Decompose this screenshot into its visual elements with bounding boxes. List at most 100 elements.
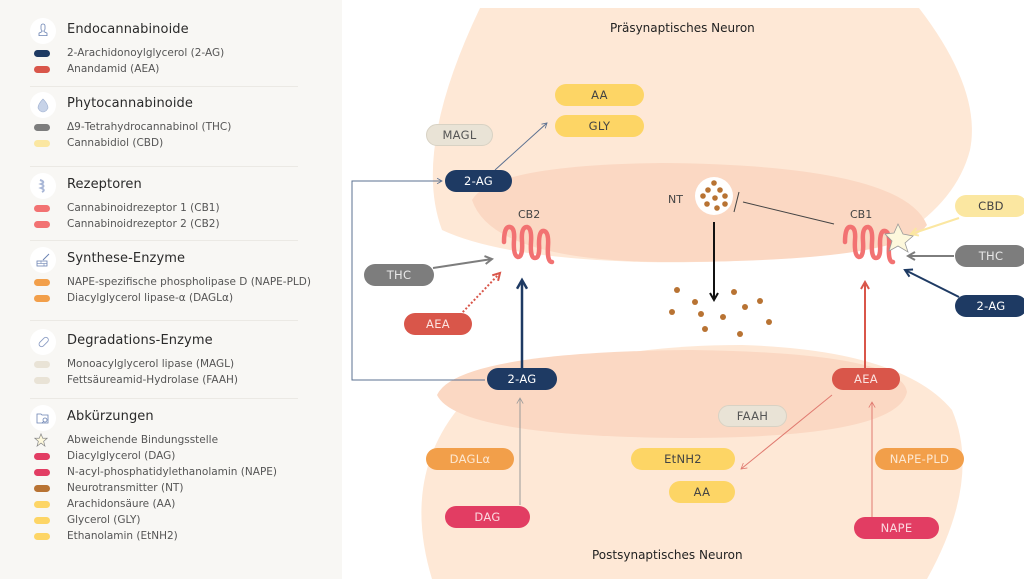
legend-divider <box>30 320 298 321</box>
twoag-to-gly-arrow <box>494 122 548 171</box>
legend-section-header: Endocannabinoide <box>30 18 330 44</box>
legend-color-swatch <box>34 205 50 212</box>
twoag-right-pill: 2-AG <box>955 295 1024 317</box>
legend-color-swatch <box>34 517 50 524</box>
inhibition-bar <box>733 191 740 213</box>
nt-molecule <box>757 298 763 304</box>
legend-item: 2-Arachidonoylglycerol (2-AG) <box>30 46 330 62</box>
trowel-brick-icon <box>30 247 56 273</box>
legend-panel: Endocannabinoide 2-Arachidonoylglycerol (… <box>0 0 342 579</box>
legend-color-swatch <box>34 501 50 508</box>
nt-molecule <box>742 304 748 310</box>
cb1-inhibition-line <box>742 201 835 225</box>
thc-right-pill: THC <box>955 245 1024 267</box>
pill-capsule-icon <box>30 329 56 355</box>
cb1-label: CB1 <box>850 208 873 221</box>
faah-enzyme-pill: FAAH <box>718 405 787 427</box>
legend-item-label: Δ9-Tetrahydrocannabinol (THC) <box>67 121 232 133</box>
nt-molecule <box>711 180 717 186</box>
nt-molecule <box>766 319 772 325</box>
thc-to-cb2-arrow <box>432 255 494 269</box>
legend-divider <box>30 86 298 87</box>
legend-color-swatch <box>34 50 50 57</box>
legend-color-swatch <box>34 485 50 492</box>
legend-color-swatch <box>34 533 50 540</box>
aa-product-pill: AA <box>555 84 644 106</box>
person-icon <box>30 18 56 44</box>
legend-item: Ethanolamin (EtNH2) <box>30 529 330 545</box>
legend-color-swatch <box>34 295 50 302</box>
folder-search-icon <box>30 405 56 431</box>
leaf-icon <box>30 92 56 118</box>
nt-molecule <box>692 299 698 305</box>
nape-pld-enzyme-pill: NAPE-PLD <box>875 448 964 470</box>
legend-item: Arachidonsäure (AA) <box>30 497 330 513</box>
legend-item-label: Abweichende Bindungsstelle <box>67 434 219 446</box>
cbd-to-cb1-arrow <box>909 217 960 237</box>
legend-section-header: Degradations-Enzyme <box>30 329 330 355</box>
legend-section-title: Rezeptoren <box>67 177 142 192</box>
legend-section: Endocannabinoide 2-Arachidonoylglycerol (… <box>30 18 330 78</box>
legend-item-label: Diacylglycerol (DAG) <box>67 450 176 462</box>
aea-postsynaptic-pill: AEA <box>832 368 900 390</box>
retrograde-arrow <box>351 177 485 381</box>
legend-item-label: Arachidonsäure (AA) <box>67 498 176 510</box>
legend-item-label: Fettsäureamid-Hydrolase (FAAH) <box>67 374 239 386</box>
legend-item: Cannabidiol (CBD) <box>30 136 330 152</box>
receptor-icon <box>30 173 56 199</box>
nt-molecule <box>731 289 737 295</box>
legend-item: Diacylglycerol lipase-α (DAGLα) <box>30 291 330 307</box>
nt-molecule <box>720 314 726 320</box>
cb2-label: CB2 <box>518 208 541 221</box>
legend-item-label: Ethanolamin (EtNH2) <box>67 530 178 542</box>
legend-color-swatch <box>34 140 50 147</box>
nt-molecule <box>722 201 728 207</box>
gly-product-pill: GLY <box>555 115 644 137</box>
legend-section-header: Phytocannabinoide <box>30 92 330 118</box>
legend-section-header: Rezeptoren <box>30 173 330 199</box>
legend-item-label: Neurotransmitter (NT) <box>67 482 184 494</box>
dagla-enzyme-pill: DAGLα <box>426 448 514 470</box>
thc-left-pill: THC <box>364 264 434 286</box>
legend-section-title: Synthese-Enzyme <box>67 251 186 266</box>
cb2-receptor-icon <box>501 224 555 265</box>
cb1-receptor-icon <box>842 224 896 265</box>
legend-divider <box>30 240 298 241</box>
vesicle-neurotransmitters <box>700 180 728 211</box>
legend-section-title: Abkürzungen <box>67 409 154 424</box>
nt-label: NT <box>668 193 683 206</box>
aea-to-etnh2-arrow <box>740 394 833 470</box>
legend-item: Neurotransmitter (NT) <box>30 481 330 497</box>
nt-molecule <box>714 205 720 211</box>
nt-molecule <box>702 326 708 332</box>
legend-divider <box>30 166 298 167</box>
legend-item: N-acyl-phosphatidylethanolamin (NAPE) <box>30 465 330 481</box>
aea-to-cb2-arrow <box>459 271 502 316</box>
legend-item: Glycerol (GLY) <box>30 513 330 529</box>
legend-color-swatch <box>34 377 50 384</box>
aa-bottom-product-pill: AA <box>669 481 735 503</box>
nt-molecule <box>722 193 728 199</box>
legend-item-label: Cannabidiol (CBD) <box>67 137 164 149</box>
dag-precursor-pill: DAG <box>445 506 530 528</box>
twoag-to-cb1-arrow <box>903 268 960 298</box>
presynaptic-membrane <box>472 163 927 262</box>
nt-molecule <box>704 201 710 207</box>
legend-color-swatch <box>34 124 50 131</box>
legend-item: Anandamid (AEA) <box>30 62 330 78</box>
legend-item: Monoacylglycerol lipase (MAGL) <box>30 357 330 373</box>
legend-section-title: Endocannabinoide <box>67 22 189 37</box>
twoag-postsynaptic-pill: 2-AG <box>487 368 557 390</box>
nt-molecule <box>717 187 723 193</box>
legend-color-swatch <box>34 453 50 460</box>
legend-color-swatch <box>34 279 50 286</box>
twoag-presynaptic-pill: 2-AG <box>445 170 512 192</box>
cbd-pill: CBD <box>955 195 1024 217</box>
postsynaptic-neuron-label: Postsynaptisches Neuron <box>592 548 743 562</box>
legend-item: Diacylglycerol (DAG) <box>30 449 330 465</box>
legend-section-title: Phytocannabinoide <box>67 96 193 111</box>
legend-section-header: Synthese-Enzyme <box>30 247 330 273</box>
